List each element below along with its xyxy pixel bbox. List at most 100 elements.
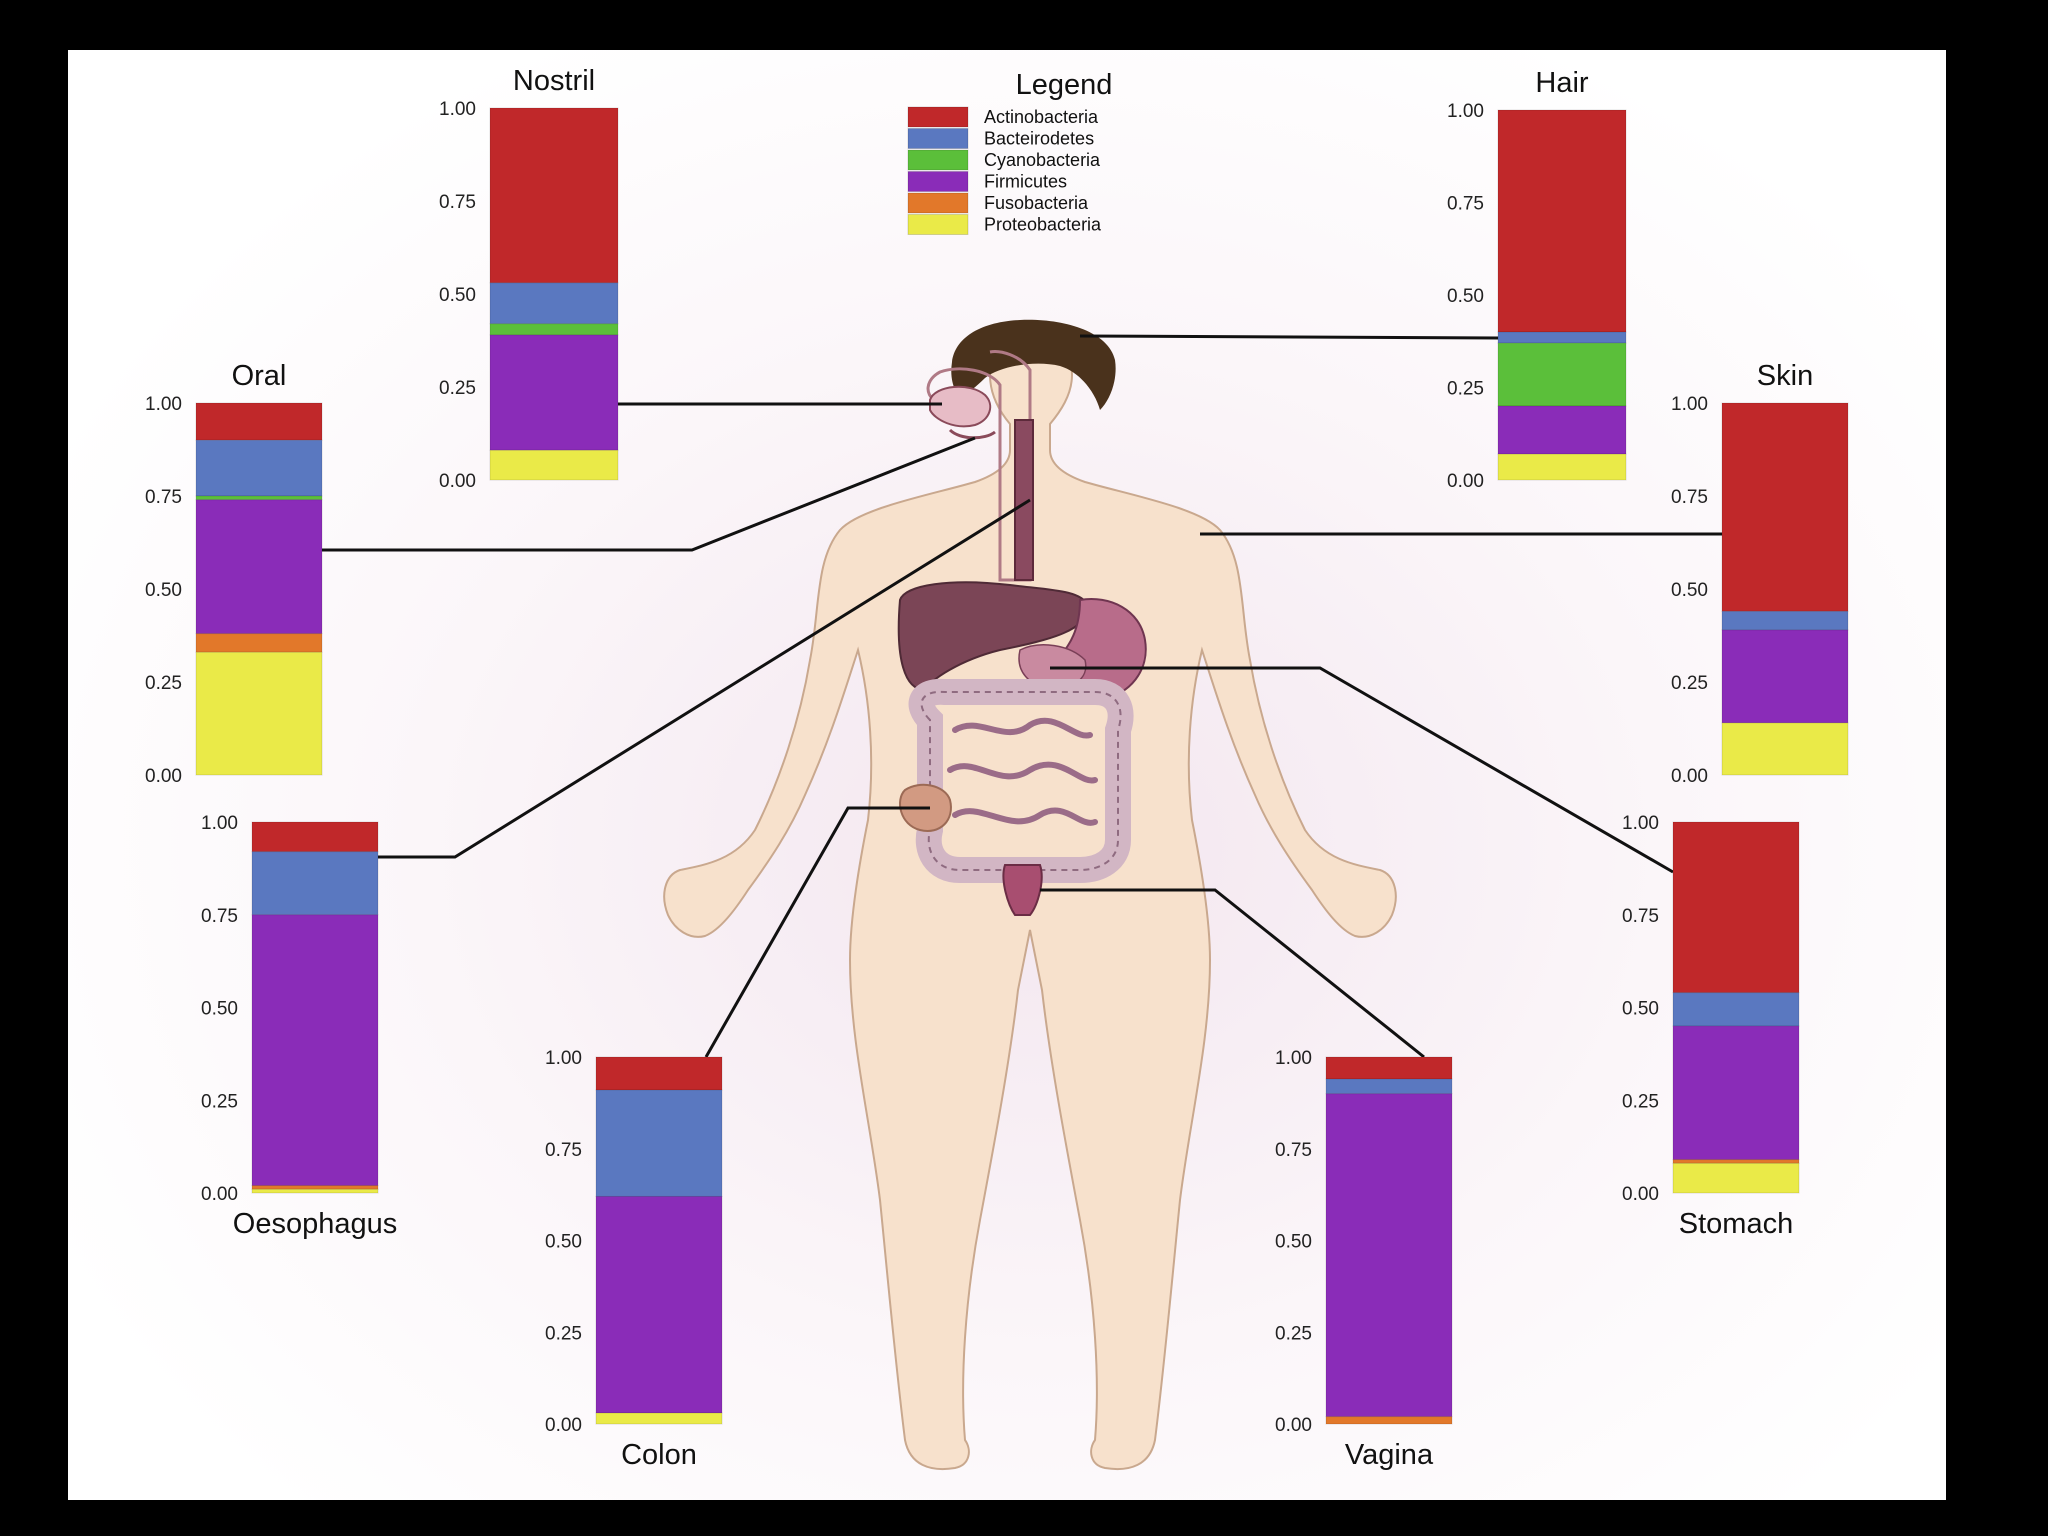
bar-segment-firmicutes [251,914,379,1187]
legend-swatch [907,128,969,149]
bar-segment-firmicutes [489,334,619,451]
tick-label: 1.00 [1275,1048,1312,1069]
chart-title: Skin [1757,360,1813,392]
chart-title: Oesophagus [233,1208,397,1240]
connector-lines [305,334,1785,1059]
bar-segment-actinobacteria [1325,1056,1453,1080]
legend-swatch [907,149,969,171]
legend-label: Fusobacteria [984,193,1089,213]
connector-line [322,436,976,552]
tick-label: 0.75 [1275,1140,1312,1161]
tick-label: 0.75 [1622,906,1659,927]
chart-title: Colon [621,1439,697,1471]
tick-label: 0.00 [1447,471,1484,492]
hair-illustration [951,319,1116,410]
bar-segment-actinobacteria [195,402,323,441]
bar-segment-proteobacteria [1497,453,1627,481]
tick-label: 0.25 [201,1091,238,1112]
chart-title: Oral [232,360,287,392]
legend-swatch [907,192,969,214]
bar-segment-proteobacteria [195,651,323,776]
bar-segment-proteobacteria [1672,1162,1800,1194]
tick-label: 0.25 [145,673,182,694]
tick-label: 0.75 [439,192,476,213]
tick-label: 0.75 [1447,194,1484,215]
tick-label: 0.00 [1671,766,1708,787]
legend-swatch [907,171,969,192]
bar-segment-proteobacteria [595,1412,723,1425]
bar-segment-firmicutes [1497,405,1627,455]
tick-label: 0.50 [145,580,182,601]
bar-segment-actinobacteria [251,821,379,853]
connector-line [704,806,930,1058]
tick-label: 1.00 [439,99,476,120]
tick-label: 1.00 [1622,813,1659,834]
tick-label: 1.00 [1447,101,1484,122]
tick-label: 0.00 [545,1415,582,1436]
bar-segment-bacteirodetes [1325,1078,1453,1095]
legend-label: Actinobacteria [984,107,1099,127]
bar-segment-firmicutes [1672,1025,1800,1161]
connector-line [1079,334,1499,340]
small-intestine-illustration [947,717,1098,826]
bar-segment-firmicutes [1325,1093,1453,1418]
oral-cavity-outline [926,350,1032,582]
tick-label: 0.25 [1447,379,1484,400]
tick-label: 0.00 [1275,1415,1312,1436]
bar-segment-actinobacteria [489,107,619,284]
tick-label: 0.75 [1671,487,1708,508]
vagina-illustration [1002,864,1043,916]
legend-item-firmicutes: Firmicutes [907,171,1067,192]
tick-label: 0.75 [145,487,182,508]
tick-label: 0.50 [439,285,476,306]
chart-title: Nostril [513,65,595,97]
stacked-bar-charts: 1.00 0.75 0.50 0.25 0.00 Nostril 1.00 0.75 0.50 0… [145,65,1849,1471]
tick-label: 0.00 [145,766,182,787]
mouth-illustration [929,385,992,428]
legend-swatch [907,106,969,128]
tick-label: 0.50 [1671,580,1708,601]
tick-label: 0.75 [545,1140,582,1161]
tick-label: 0.75 [201,906,238,927]
tick-label: 0.50 [1275,1232,1312,1253]
bar-segment-cyanobacteria [1497,342,1627,407]
bar-segment-bacteirodetes [195,439,323,497]
lip-line [948,428,996,440]
legend-label: Cyanobacteria [984,150,1101,170]
chart-title: Vagina [1345,1439,1434,1471]
tick-label: 0.50 [1622,999,1659,1020]
colon-segments [920,690,1122,871]
bar-segment-cyanobacteria [195,495,323,501]
bar-segment-fusobacteria [1672,1159,1800,1164]
bar-segment-bacteirodetes [1672,992,1800,1027]
connector-line [1050,666,1674,874]
tick-label: 0.25 [1622,1091,1659,1112]
legend-item-fusobacteria: Fusobacteria [907,192,1089,214]
bar-segment-actinobacteria [1497,109,1627,333]
tick-label: 0.25 [1671,673,1708,694]
oesophagus-illustration [1014,419,1034,581]
bar-segment-firmicutes [1721,629,1849,724]
legend-item-actinobacteria: Actinobacteria [907,106,1099,128]
legend-item-proteobacteria: Proteobacteria [907,214,1102,235]
legend-label: Bacteirodetes [984,129,1094,149]
bar-segment-bacteirodetes [1497,331,1627,344]
bar-segment-fusobacteria [251,1185,379,1190]
bar-segment-bacteirodetes [1721,610,1849,631]
bar-segment-actinobacteria [595,1056,723,1091]
tick-label: 0.00 [439,471,476,492]
bar-segment-bacteirodetes [489,282,619,325]
bar-segment-fusobacteria [195,633,323,653]
bar-segment-fusobacteria [1325,1416,1453,1425]
legend-swatch [907,214,969,235]
bar-segment-actinobacteria [1672,821,1800,994]
bar-segment-actinobacteria [1721,402,1849,612]
bar-segment-bacteirodetes [251,851,379,916]
tick-label: 1.00 [545,1048,582,1069]
bar-segment-firmicutes [595,1195,723,1414]
